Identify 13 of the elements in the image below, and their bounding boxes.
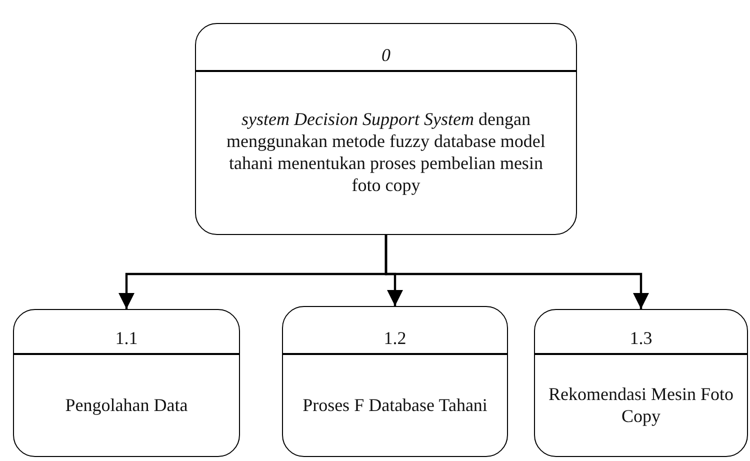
- process-label: Pengolahan Data: [65, 394, 188, 416]
- process-number: 1.3: [630, 327, 652, 350]
- process-label: system Decision Support System dengan menggunakan metode fuzzy database model tahani menentukan proses pembelian mesin foto copy: [226, 108, 546, 196]
- process-box: [13, 309, 240, 457]
- process-box: [282, 306, 508, 457]
- process-label: Proses F Database Tahani: [302, 394, 488, 416]
- process-label: Rekomendasi Mesin Foto Copy: [548, 382, 734, 426]
- process-number: 0: [382, 44, 390, 67]
- process-number: 1.2: [384, 327, 406, 350]
- process-number: 1.1: [115, 327, 138, 350]
- process-box: [195, 23, 577, 235]
- process-box: [534, 309, 748, 457]
- arrow: [384, 235, 649, 309]
